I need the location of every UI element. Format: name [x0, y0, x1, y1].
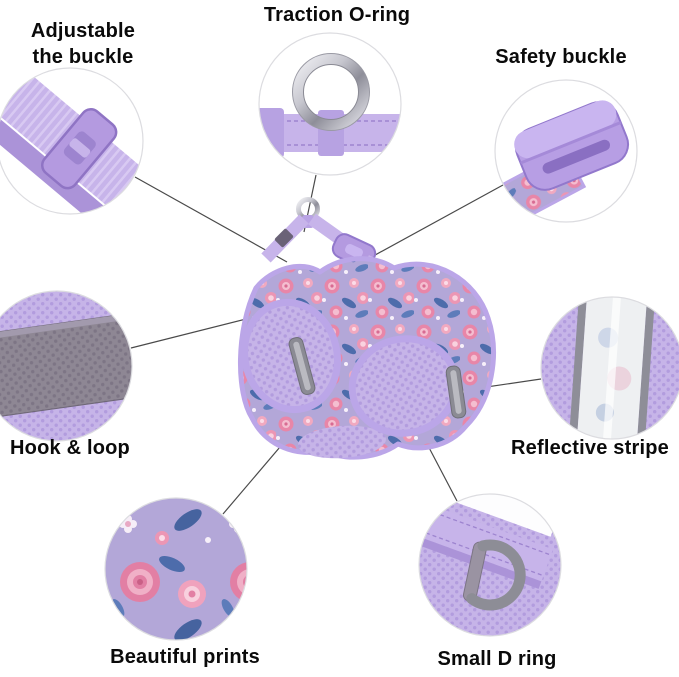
connector-line-adjustable: [134, 176, 288, 263]
connector-line-hook: [130, 315, 259, 349]
callout-label-adjustable-line1: Adjustable: [30, 20, 136, 42]
callout-label-adjustable-line2: the buckle: [32, 46, 134, 68]
reflective-stripe-right: [445, 365, 467, 419]
d-ring-icon: [462, 539, 526, 611]
connector-line-dring: [424, 439, 458, 502]
webbing-buckle-icon: [40, 108, 118, 190]
callout-circle-small-d-ring: [418, 493, 562, 637]
callout-circle-adjustable-buckle: [0, 67, 144, 215]
callout-label-reflective-stripe: Reflective stripe: [511, 437, 669, 459]
connector-line-safety: [365, 184, 504, 261]
harness-illustration: [238, 197, 496, 460]
callout-label-hook-loop: Hook & loop: [10, 437, 130, 459]
callout-circle-reflective-stripe: [540, 296, 679, 440]
reflective-stripe-detail: [568, 297, 656, 439]
callout-label-beautiful-prints: Beautiful prints: [110, 646, 260, 668]
callout-label-adjustable-buckle: Adjustable the buckle: [13, 18, 153, 70]
callout-circle-beautiful-prints: [104, 497, 248, 641]
floral-print-detail: [105, 498, 247, 640]
o-ring-icon: [292, 53, 370, 131]
reflective-stripe-left: [288, 337, 316, 395]
callout-label-small-d-ring: Small D ring: [437, 648, 557, 670]
annotation-lines: [130, 174, 542, 515]
harness-bottom-mesh: [298, 425, 386, 459]
safety-buckle-icon: [514, 100, 630, 191]
loop-fabric-pad: [0, 310, 132, 421]
callout-label-traction-o-ring: Traction O-ring: [263, 4, 411, 26]
callout-circle-hook-loop: [0, 290, 133, 442]
callout-circle-safety-buckle: [494, 79, 638, 223]
callout-label-safety-buckle: Safety buckle: [495, 46, 627, 68]
harness-strap-adjuster-icon: [274, 228, 294, 248]
callout-circle-traction-o-ring: [258, 32, 402, 176]
